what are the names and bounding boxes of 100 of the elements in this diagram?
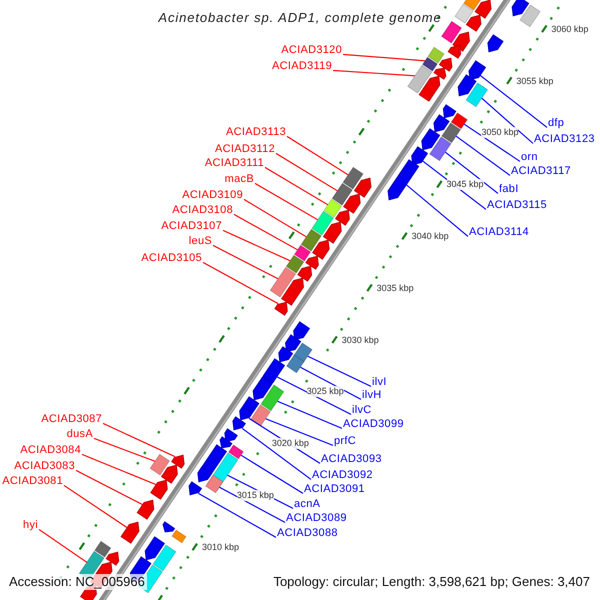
gene-label: ACIAD3111: [204, 157, 264, 170]
gene-marker: [144, 536, 165, 560]
gene-marker: [120, 522, 140, 544]
gene-label: ACIAD3099: [343, 418, 404, 431]
gene-marker: [433, 68, 446, 80]
scale-label: 3015 kbp: [236, 490, 274, 502]
gene-category-block: [94, 540, 112, 558]
leader-line: [300, 366, 362, 400]
leader-line: [234, 214, 298, 250]
map-title: Acinetobacter sp. ADP1, complete genome: [156, 10, 443, 25]
gene-label: ACIAD3113: [226, 126, 286, 139]
gene-marker: [312, 240, 330, 260]
gene-label: ACIAD3081: [2, 475, 63, 488]
gene-category-block: [150, 454, 170, 476]
scale-label: 3055 kbp: [516, 76, 554, 87]
scale-label: 3035 kbp: [376, 282, 414, 294]
gene-marker: [278, 346, 294, 362]
gene-label: macB: [224, 173, 254, 186]
leader-line: [480, 74, 548, 128]
leader-line: [265, 418, 334, 446]
gene-marker: [354, 178, 372, 198]
leader-line: [94, 438, 156, 462]
gene-marker: [322, 222, 342, 244]
leader-line: [456, 136, 510, 176]
gene-marker: [388, 159, 420, 200]
gene-marker: [274, 302, 288, 316]
leader-line: [254, 182, 318, 220]
leader-line: [38, 528, 88, 563]
gene-category-block: [454, 4, 474, 24]
gene-category-block: [286, 254, 304, 274]
gene-category-block: [441, 122, 461, 144]
gene-marker: [281, 278, 304, 306]
gene-category-block: [205, 474, 224, 494]
gene-label: ilvC: [352, 404, 372, 417]
gene-marker: [442, 104, 456, 118]
gene-category-block: [228, 444, 244, 460]
scale-label: 3040 kbp: [412, 231, 449, 242]
scale-label: 3050 kbp: [481, 127, 518, 138]
gene-category-block: [312, 210, 334, 236]
gene-marker: [160, 464, 178, 484]
gene-category-block: [450, 112, 468, 130]
gene-category-block: [332, 182, 353, 206]
gene-marker: [418, 76, 440, 102]
gene-label: ACIAD3112: [215, 143, 275, 156]
gene-category-block: [441, 20, 462, 44]
gene-label: ACIAD3092: [312, 469, 373, 482]
gene-label: ilvI: [372, 376, 387, 389]
gene-label: hyi: [23, 519, 38, 532]
gene-marker: [239, 406, 253, 420]
leader-line: [240, 454, 304, 494]
gene-marker: [433, 114, 450, 132]
gene-marker: [150, 480, 168, 500]
gene-category-block: [250, 404, 271, 426]
leader-line: [198, 492, 276, 538]
gene-label: ACIAD3123: [534, 133, 595, 146]
gene-label: prfC: [334, 435, 356, 448]
gene-label: ilvH: [362, 389, 382, 402]
leader-line: [286, 136, 348, 176]
gene-marker: [411, 146, 428, 166]
gene-label: dfp: [548, 117, 564, 130]
leader-line: [445, 152, 498, 194]
gene-label: ACIAD3105: [141, 252, 202, 265]
gene-label: ACIAD3107: [161, 220, 222, 233]
leader-line: [222, 230, 290, 262]
accession-text: Accession: NC_005966: [7, 574, 147, 590]
gene-category-block: [324, 198, 342, 218]
gene-marker: [468, 60, 486, 80]
gene-label: ACIAD3109: [182, 189, 243, 202]
gene-marker: [512, 0, 530, 16]
leader-line: [219, 486, 286, 523]
gene-marker: [136, 500, 154, 520]
gene-marker: [466, 14, 482, 32]
leader-line: [276, 376, 352, 415]
gene-label: dusA: [66, 428, 93, 441]
scale-label: 3025 kbp: [306, 386, 344, 398]
gene-category-block: [286, 354, 304, 374]
gene-label: ACIAD3088: [277, 527, 338, 540]
gene-label: ACIAD3087: [41, 413, 102, 426]
gene-label: ACIAD3083: [14, 460, 75, 473]
gene-marker: [421, 128, 440, 150]
leader-line: [82, 454, 156, 486]
gene-marker: [224, 428, 238, 442]
leader-line: [308, 356, 372, 387]
gene-marker: [197, 466, 212, 482]
gene-marker: [343, 194, 361, 214]
gene-marker: [188, 481, 202, 496]
gene-label: ACIAD3119: [272, 60, 332, 73]
leader-line: [481, 98, 534, 144]
leader-line: [277, 400, 342, 429]
leader-line: [212, 244, 278, 280]
gene-category-block: [422, 56, 438, 72]
gene-marker: [487, 34, 504, 52]
gene-category-block: [428, 46, 445, 64]
gene-category-block: [300, 228, 322, 252]
gene-marker: [458, 74, 477, 96]
scale-label: 3030 kbp: [342, 334, 379, 346]
gene-category-block: [294, 244, 311, 262]
gene-marker: [220, 436, 232, 448]
gene-label: ACIAD3108: [172, 204, 233, 217]
gene-category-block: [270, 266, 296, 298]
